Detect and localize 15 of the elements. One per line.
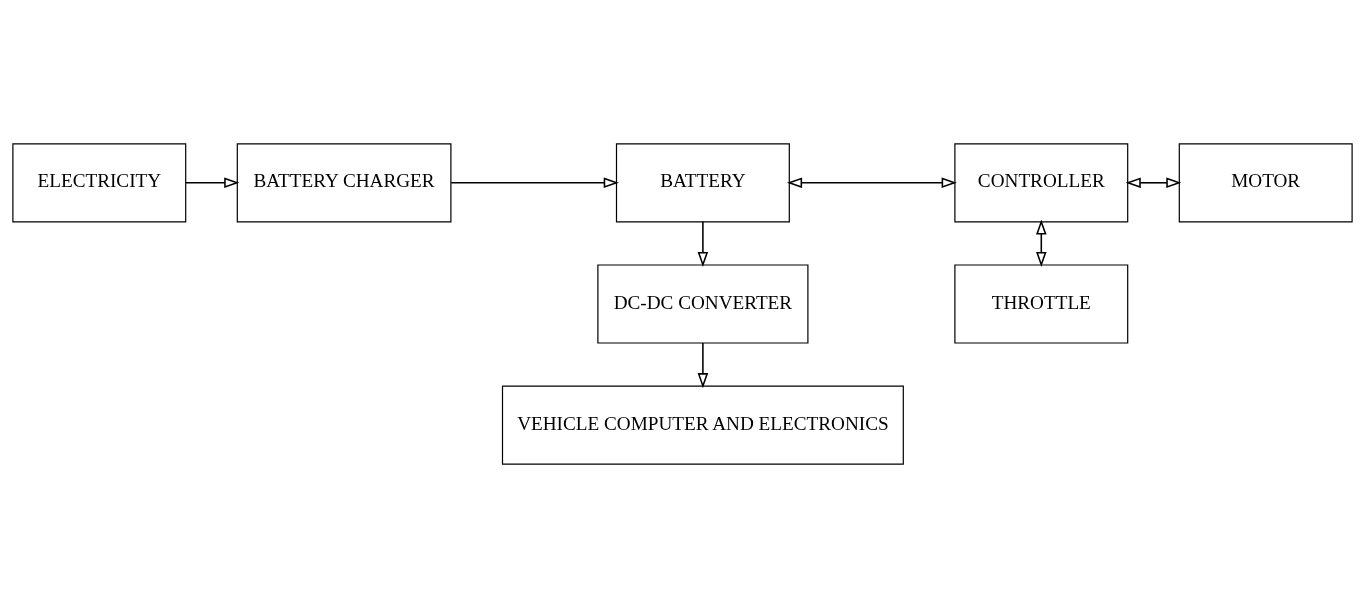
arrow (1125, 177, 1182, 189)
node-box: MOTOR (1178, 143, 1353, 223)
arrow (697, 221, 709, 268)
node-box: BATTERY (615, 143, 790, 223)
node-box: DC-DC CONVERTER (597, 264, 809, 344)
arrow (786, 177, 957, 189)
node-box: BATTERY CHARGER (236, 143, 452, 223)
node-box: THROTTLE (954, 264, 1129, 344)
node-box: VEHICLE COMPUTER AND ELECTRONICS (501, 385, 904, 465)
node-box: ELECTRICITY (12, 143, 187, 223)
node-box: CONTROLLER (954, 143, 1129, 223)
arrow (1036, 219, 1047, 268)
arrow (450, 177, 619, 189)
arrow (697, 342, 709, 389)
arrow (185, 177, 240, 189)
